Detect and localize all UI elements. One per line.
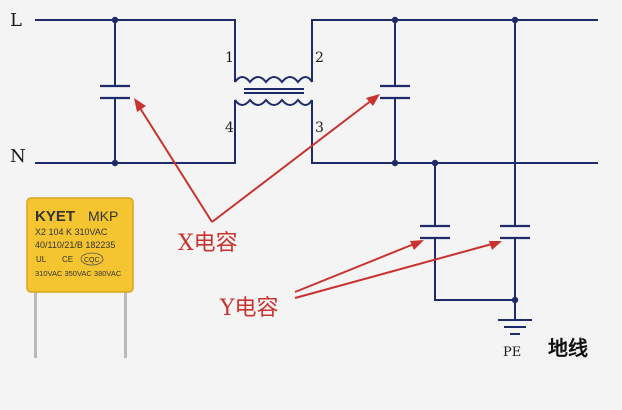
pin-1-label: 1	[225, 50, 234, 66]
x-capacitor-label: X电容	[178, 231, 238, 256]
ce-logo: CE	[62, 255, 73, 264]
capacitor-spec-line2: 40/110/21/B 182235	[35, 240, 115, 250]
line-label: L	[10, 10, 22, 31]
pin-4-label: 4	[225, 120, 234, 136]
x-capacitor-output	[380, 20, 410, 163]
capacitor-type: MKP	[88, 208, 118, 224]
capacitor-spec-line1: X2 104 K 310VAC	[35, 227, 108, 237]
pe-label: PE	[503, 345, 521, 360]
capacitor-ratings: 310VAC 350VAC 380VAC	[35, 269, 122, 278]
x-capacitor-input	[100, 20, 130, 163]
cqc-logo: CQC	[84, 257, 100, 264]
y-capacitor-neutral	[420, 163, 515, 301]
line-output-wire	[311, 19, 598, 82]
y-capacitor-label: Y电容	[219, 296, 279, 321]
ul-logo: UL	[36, 255, 47, 264]
y-cap-arrows	[294, 240, 502, 299]
x-cap-arrows	[134, 94, 380, 223]
common-mode-choke	[234, 76, 313, 106]
capacitor-brand: KYET	[35, 208, 75, 225]
junction-dot	[511, 296, 519, 304]
ground-icon	[498, 319, 532, 335]
line-input-wire	[35, 19, 236, 82]
pin-2-label: 2	[315, 50, 324, 66]
neutral-label: N	[10, 146, 26, 167]
neutral-output-wire	[311, 100, 598, 164]
neutral-input-wire	[35, 100, 236, 164]
ground-label: 地线	[548, 336, 588, 360]
y-capacitor-line	[500, 20, 530, 320]
x2-capacitor-photo: KYET MKP X2 104 K 310VAC 40/110/21/B 182…	[26, 197, 134, 358]
pin-3-label: 3	[315, 120, 324, 136]
cqc-logo-ring	[80, 252, 104, 266]
capacitor-body	[26, 197, 134, 293]
